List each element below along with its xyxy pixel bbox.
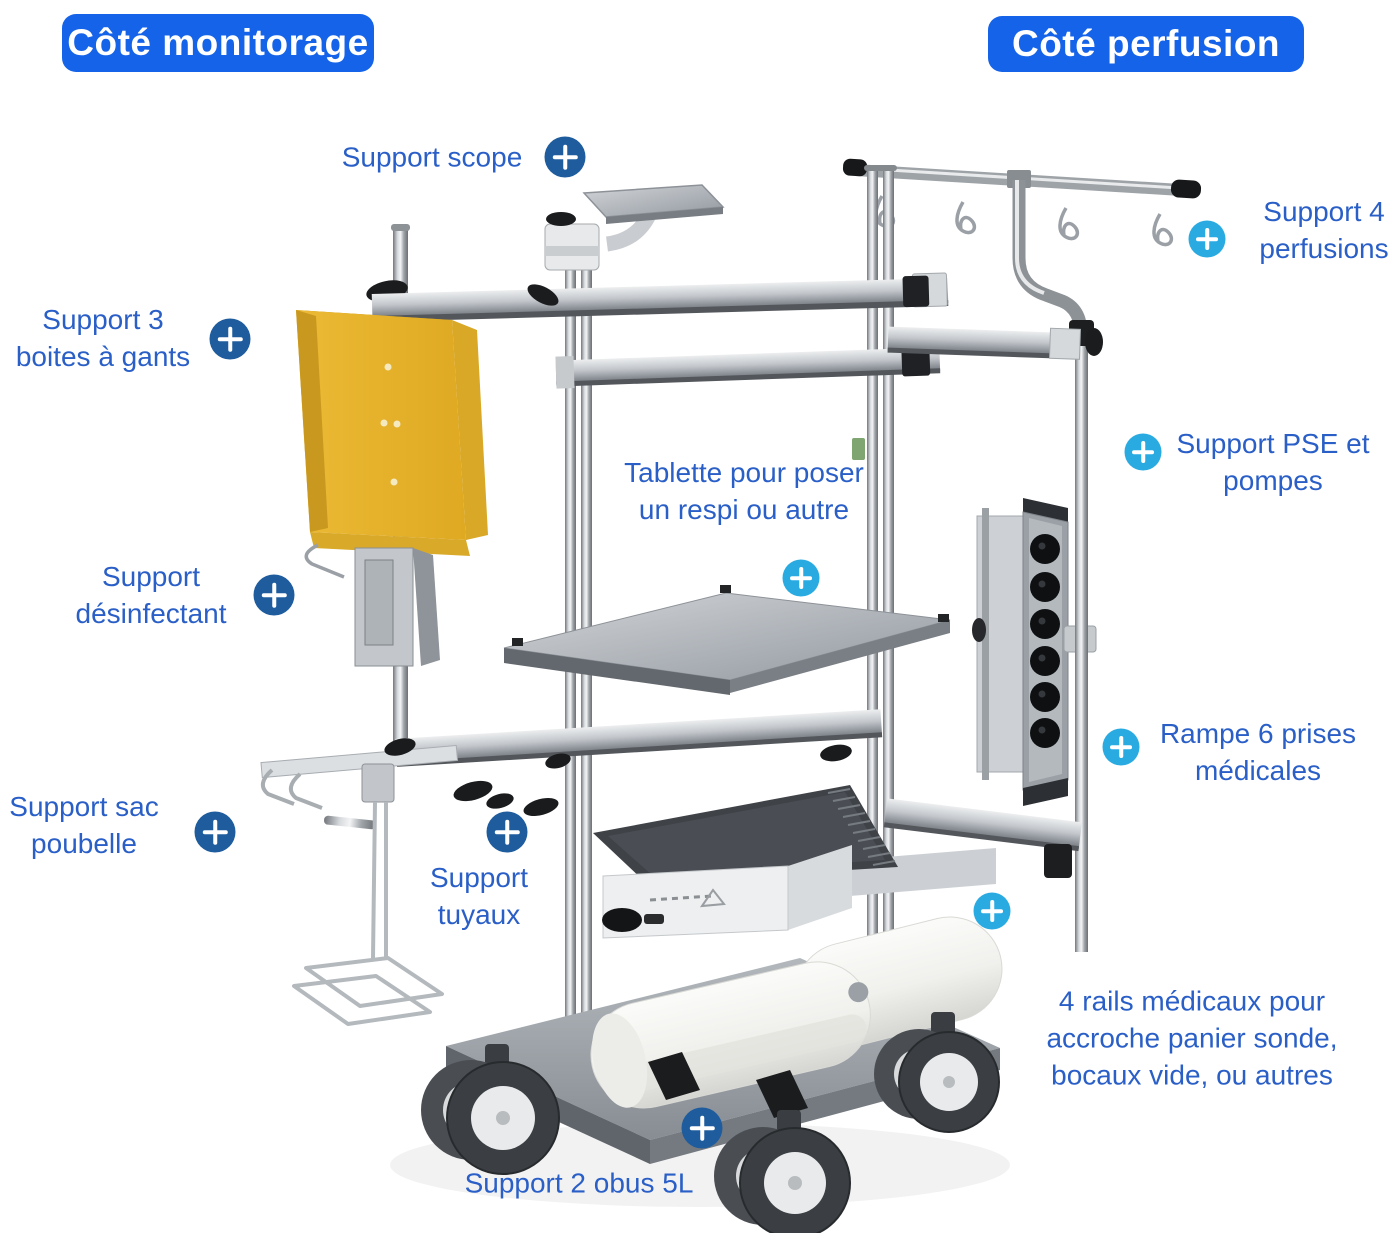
support-pse-et-pompes-label: Support PSE et pompes [1176,425,1369,499]
iv-pole-assembly [842,158,1202,335]
rampe-6-prises-medicales-label: Rampe 6 prises médicales [1160,715,1356,789]
scope-support [527,184,725,306]
rails-medicaux-label-line: accroche panier sonde, [1046,1022,1338,1054]
casters [421,1012,1000,1233]
support-sac-poubelle-label-line: poubelle [31,828,137,859]
support-4-perfusions-label-line: Support 4 [1263,196,1385,227]
lower-rail-right [883,798,1082,878]
support-2-obus-5l-label: Support 2 obus 5L [465,1165,694,1202]
caster [874,1012,1000,1133]
support-pse-et-pompes-label-line: Support PSE et [1176,428,1370,459]
support-4-perfusions-plus-icon [1188,220,1226,258]
support-2-obus-5l-label-line: Support 2 obus 5L [464,1167,694,1199]
support-desinfectant-label-line: Support [101,561,201,592]
support-tuyaux-label: Support tuyaux [430,859,528,933]
tablette-pour-respi-plus-icon [782,559,820,597]
tablette-pour-respi-label-line: Tablette pour poser [624,457,864,488]
caster [714,1110,851,1233]
support-tuyaux-label-line: tuyaux [437,899,521,930]
disinfectant-bracket [304,543,440,667]
support-pse-et-pompes-plus-icon [1124,433,1162,471]
support-pse-et-pompes-label-line: pompes [1223,465,1323,496]
rampe-6-prises-medicales-label-line: médicales [1194,755,1322,786]
support-scope-label-line: Support scope [341,141,523,173]
oxygen-cylinders [590,916,1003,1118]
drawer-unit [593,785,996,939]
support-4-perfusions-label: Support 4 perfusions [1259,193,1388,267]
support-4-perfusions-label-line: perfusions [1259,233,1389,264]
rampe-6-prises-medicales-label-line: Rampe 6 prises [1159,718,1357,749]
caster [421,1044,560,1175]
support-desinfectant-plus-icon [253,574,295,616]
top-rails [371,272,1103,389]
support-sac-poubelle-label: Support sac poubelle [9,788,158,862]
shelf-tablette [503,585,951,695]
support-desinfectant-label-line: désinfectant [75,598,227,629]
support-tuyaux-plus-icon [486,811,528,853]
rails-medicaux-label-line: 4 rails médicaux pour [1058,985,1326,1017]
rails-medicaux-label: 4 rails médicaux pour accroche panier son… [1046,983,1337,1094]
support-3-boites-a-gants-label-line: boites à gants [15,341,191,372]
support-tuyaux-label-line: Support [429,862,529,893]
support-scope-label: Support scope [342,139,523,176]
trash-bag-holder [260,744,459,1026]
support-3-boites-a-gants-plus-icon [209,318,251,360]
lower-rail-left [260,709,883,1026]
support-sac-poubelle-plus-icon [194,811,236,853]
support-sac-poubelle-label-line: Support sac [9,791,159,822]
header-badge-monitorage: Côté monitorage [62,14,374,72]
rails-medicaux-plus-icon [973,892,1011,930]
support-scope-plus-icon [544,136,586,178]
header-badge-perfusion: Côté perfusion [988,16,1304,72]
support-2-obus-5l-plus-icon [681,1107,723,1149]
glove-box [296,310,488,556]
tablette-pour-respi-label: Tablette pour poser un respi ou autre [624,454,864,528]
tablette-pour-respi-label-line: un respi ou autre [638,494,850,525]
rails-medicaux-label-line: bocaux vide, ou autres [1051,1059,1333,1091]
rampe-6-prises-medicales-plus-icon [1102,728,1140,766]
support-3-boites-a-gants-label: Support 3 boites à gants [16,301,190,375]
support-3-boites-a-gants-label-line: Support 3 [42,304,164,335]
power-strip [972,498,1097,806]
support-desinfectant-label: Support désinfectant [76,558,227,632]
